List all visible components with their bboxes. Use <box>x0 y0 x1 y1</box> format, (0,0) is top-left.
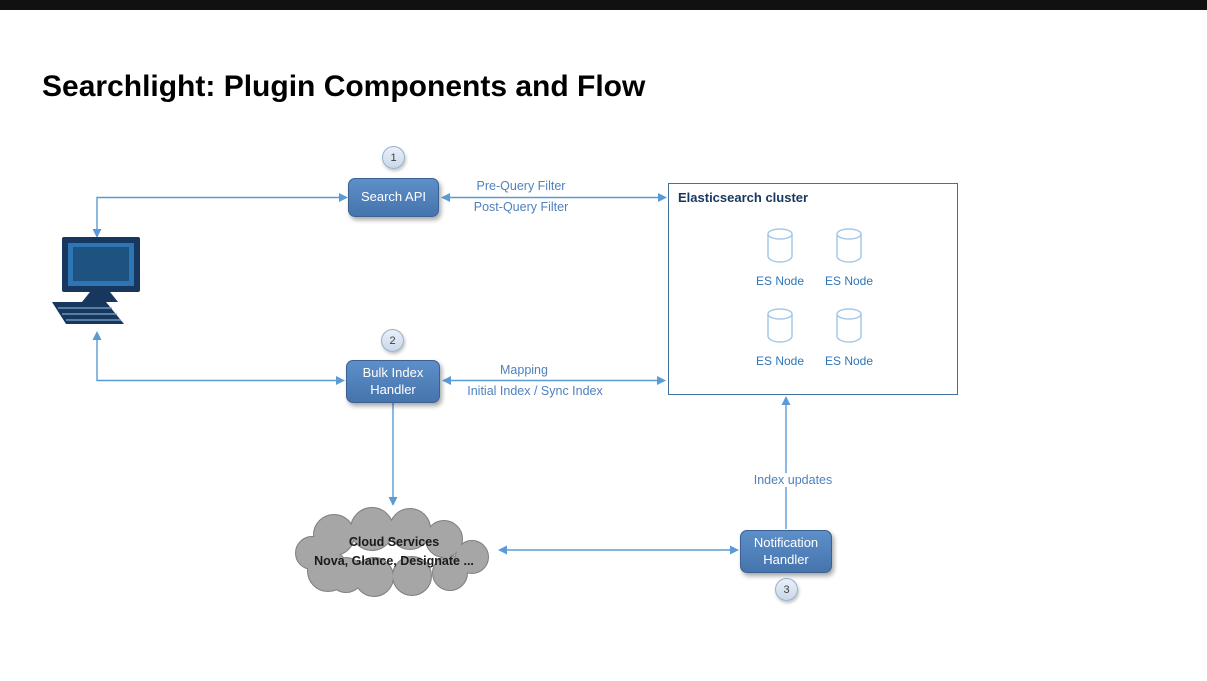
edge-label-pre-query-filter: Pre-Query Filter <box>476 179 566 193</box>
connector-notification-es <box>781 396 791 529</box>
es-node-3-label: ES Node <box>755 354 805 368</box>
edge-label-post-query-filter: Post-Query Filter <box>473 200 569 214</box>
es-node-2: ES Node <box>819 227 879 288</box>
page-title: Searchlight: Plugin Components and Flow <box>42 70 646 103</box>
cloud-services-label-line2: Nova, Glance, Designate ... <box>314 554 474 568</box>
search-api-label: Search API <box>360 189 427 205</box>
edge-label-mapping: Mapping <box>500 363 548 377</box>
es-node-1-label: ES Node <box>755 274 805 288</box>
connector-bulk-index-cloud <box>388 403 398 506</box>
connector-user-bulk-index <box>92 331 345 385</box>
es-node-4: ES Node <box>819 307 879 368</box>
step-badge-1-number: 1 <box>390 151 397 164</box>
es-node-1: ES Node <box>750 227 810 288</box>
connector-cloud-notification <box>498 545 739 555</box>
es-node-4-label: ES Node <box>824 354 874 368</box>
computer-icon <box>52 237 140 324</box>
bulk-index-handler-label-line1: Bulk Index <box>362 364 424 380</box>
step-badge-1: 1 <box>382 146 405 169</box>
cloud-services-node: Cloud Services Nova, Glance, Designate .… <box>288 505 500 600</box>
notification-handler-label-line1: Notification <box>753 534 819 550</box>
notification-handler-node: Notification Handler <box>740 530 832 573</box>
bulk-index-handler-label-line2: Handler <box>370 381 416 397</box>
top-bar <box>0 0 1207 10</box>
notification-handler-label-line2: Handler <box>763 551 809 567</box>
database-icon <box>836 228 862 263</box>
search-api-node: Search API <box>348 178 439 217</box>
step-badge-3: 3 <box>775 578 798 601</box>
elasticsearch-cluster-box: Elasticsearch cluster ES Node ES Node ES… <box>668 183 958 395</box>
database-icon <box>836 308 862 343</box>
es-node-3: ES Node <box>750 307 810 368</box>
step-badge-2: 2 <box>381 329 404 352</box>
step-badge-2-number: 2 <box>389 334 396 347</box>
cloud-services-label-line1: Cloud Services <box>348 535 440 549</box>
database-icon <box>767 228 793 263</box>
cloud-icon <box>295 507 489 597</box>
edge-label-index-updates: Index updates <box>743 473 843 487</box>
es-node-2-label: ES Node <box>824 274 874 288</box>
elasticsearch-cluster-title: Elasticsearch cluster <box>678 190 809 205</box>
edge-label-initial-index-sync-index: Initial Index / Sync Index <box>467 384 603 398</box>
database-icon <box>767 308 793 343</box>
bulk-index-handler-node: Bulk Index Handler <box>346 360 440 403</box>
step-badge-3-number: 3 <box>783 583 790 596</box>
connector-user-search-api <box>92 193 348 238</box>
